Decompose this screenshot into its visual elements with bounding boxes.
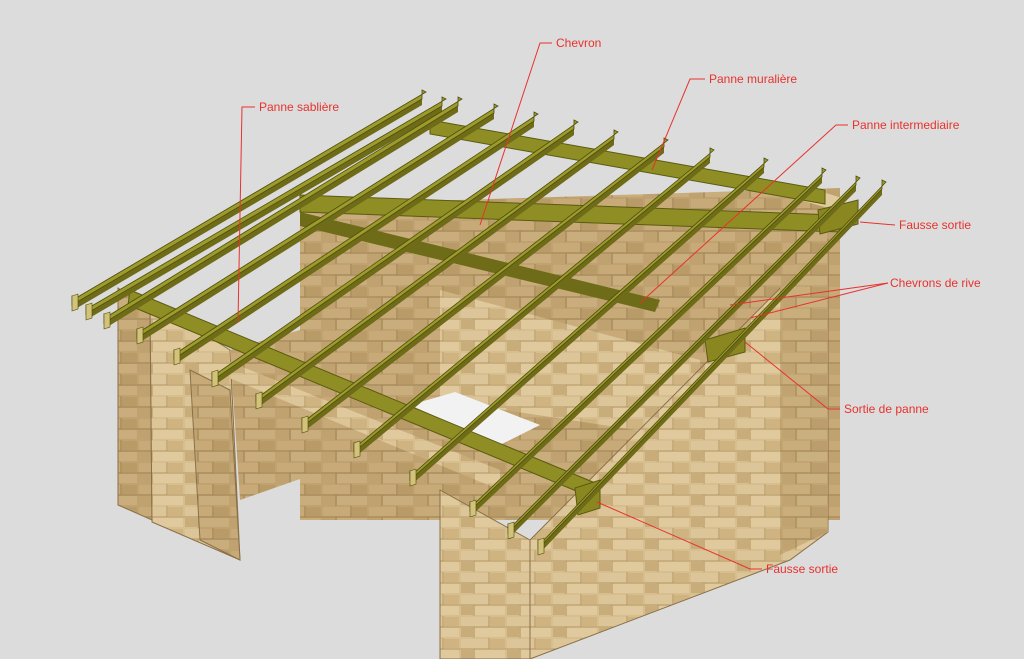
gable-wall-shade: [780, 240, 828, 555]
rafter-side-2: [86, 106, 442, 320]
rafter-end-7: [255, 391, 263, 410]
leader-chevron-de-rive-2: [749, 282, 889, 319]
floor-opening: [410, 392, 540, 445]
gable-wall-outer-face: [529, 238, 829, 659]
rafter-end-4: [136, 326, 144, 345]
rafter-side-11: [470, 177, 822, 517]
rafter-side-10: [410, 167, 764, 486]
rafter-end-10: [409, 468, 417, 487]
annotation-lines: [237, 42, 896, 570]
rafter-side-7: [256, 139, 614, 409]
leader-chevron-de-rive-1: [729, 282, 889, 306]
label-panne-intermediaire: Panne intermediaire: [852, 118, 960, 132]
label-sortie-de-panne: Sortie de panne: [844, 402, 929, 416]
label-panne-sabliere: Panne sablière: [259, 100, 339, 114]
rafter-side-4: [137, 113, 494, 344]
panne-intermediaire-underside: [300, 212, 660, 312]
right-pier-front-face: [439, 489, 531, 659]
rafter-end-1: [71, 293, 79, 312]
rafter-end-6: [211, 369, 219, 388]
rafter-end-12: [507, 521, 515, 540]
rafter-side-8: [302, 147, 664, 433]
leader-panne-intermediaire: [639, 124, 848, 304]
rafter-side-5: [174, 121, 534, 365]
rafter-side-6: [212, 129, 574, 387]
left-wall-outer-face: [117, 287, 153, 521]
left-wall-inner-face: [230, 290, 440, 500]
label-fausse-sortie-bottom: Fausse sortie: [766, 562, 838, 576]
rafter-end-8: [301, 415, 309, 434]
label-fausse-sortie-right: Fausse sortie: [899, 218, 971, 232]
rafter-end-3: [103, 311, 111, 330]
leader-sortie-de-panne: [744, 341, 840, 410]
leader-chevron: [479, 42, 552, 226]
leader-panne-muraliere: [651, 78, 705, 171]
rafter-side-12: [508, 185, 856, 539]
rafter-end-11: [469, 499, 477, 518]
label-chevrons-de-rive: Chevrons de rive: [890, 276, 981, 290]
label-chevron: Chevron: [556, 36, 601, 50]
annotation-labels: Chevron Panne muralière Panne sablière P…: [259, 36, 981, 576]
rafter-side-9: [354, 157, 710, 458]
rafter-end-5: [173, 347, 181, 366]
rafter-end-9: [353, 440, 361, 459]
sortie-de-panne-block: [704, 327, 746, 363]
rafter-end-13: [537, 537, 545, 556]
leader-panne-sabliere: [237, 106, 255, 323]
rafter-side-3: [104, 106, 458, 329]
rafter-side-1: [72, 99, 422, 311]
rafter-side-13: [538, 189, 882, 555]
label-panne-muraliere: Panne muralière: [709, 72, 797, 86]
leader-fausse-sortie-bottom: [596, 501, 762, 570]
rafters: [71, 89, 887, 556]
rafter-end-2: [85, 302, 93, 321]
leader-fausse-sortie-right: [859, 221, 896, 226]
